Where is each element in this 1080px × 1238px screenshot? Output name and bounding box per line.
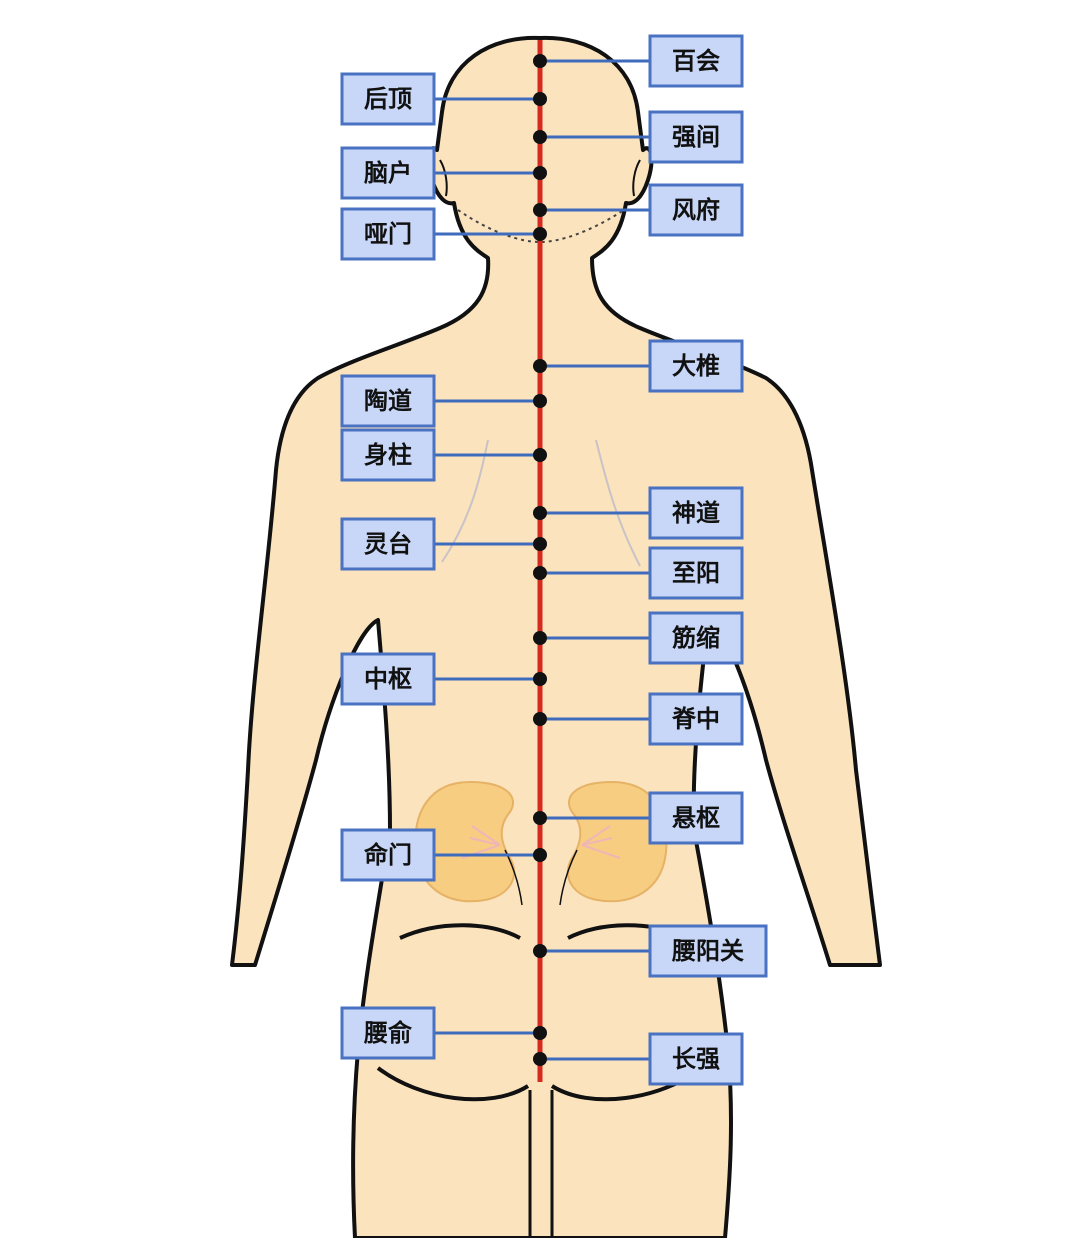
acupoint-1: 百会 xyxy=(533,34,744,88)
acupoint-label: 命门 xyxy=(364,840,412,869)
left-kidney xyxy=(414,780,515,903)
acupoint-label: 至阳 xyxy=(672,558,720,587)
acupoint-dot xyxy=(533,92,547,106)
acupoint-labels: 百会后顶强间脑户风府哑门大椎陶道身柱神道灵台至阳筋缩中枢脊中悬枢命门腰阳关腰俞长… xyxy=(340,34,768,1086)
label-box xyxy=(648,339,744,393)
acupoint-11: 灵台 xyxy=(340,517,547,571)
acupoint-3: 强间 xyxy=(533,110,744,164)
acupoint-9: 身柱 xyxy=(340,428,547,482)
acupoint-label: 陶道 xyxy=(364,386,412,415)
acupoint-dot xyxy=(533,672,547,686)
acupoint-dot xyxy=(533,944,547,958)
acupoint-4: 脑户 xyxy=(340,146,547,200)
acupoint-dot xyxy=(533,203,547,217)
right-ureter xyxy=(559,849,578,906)
acupoint-15: 脊中 xyxy=(533,692,744,746)
acupoint-2: 后顶 xyxy=(340,72,547,126)
label-box xyxy=(648,546,744,600)
acupoint-dot xyxy=(533,166,547,180)
label-box xyxy=(648,34,744,88)
acupoint-label: 筋缩 xyxy=(671,623,720,652)
acupoint-label: 强间 xyxy=(672,122,720,151)
acupoint-5: 风府 xyxy=(533,183,744,237)
acupoint-dot xyxy=(533,631,547,645)
acupoint-20: 长强 xyxy=(533,1032,744,1086)
acupoint-label: 脑户 xyxy=(363,158,412,187)
acupoint-label: 风府 xyxy=(672,195,720,224)
acupoint-label: 大椎 xyxy=(672,351,720,380)
acupoint-19: 腰俞 xyxy=(340,1006,547,1060)
label-box xyxy=(340,374,436,428)
label-box xyxy=(340,517,436,571)
acupoint-dot xyxy=(533,394,547,408)
label-box xyxy=(340,428,436,482)
gluteal-cleft xyxy=(528,1090,554,1238)
acupoint-dot xyxy=(533,130,547,144)
acupoint-label: 百会 xyxy=(672,46,720,75)
acupoint-label: 悬枢 xyxy=(672,803,720,832)
acupoint-label: 后顶 xyxy=(364,84,412,113)
acupoint-dot xyxy=(533,1026,547,1040)
label-box xyxy=(340,828,436,882)
acupoint-10: 神道 xyxy=(533,486,744,540)
left-scapula-line xyxy=(441,439,489,563)
acupoint-dot xyxy=(533,537,547,551)
left-waist-crease xyxy=(399,923,521,940)
acupoint-dot xyxy=(533,506,547,520)
acupoint-6: 哑门 xyxy=(340,207,547,261)
left-ear-detail xyxy=(439,159,448,197)
right-kidney-vessels xyxy=(581,825,621,859)
acupoint-8: 陶道 xyxy=(340,374,547,428)
label-box xyxy=(648,1032,744,1086)
label-box xyxy=(648,791,744,845)
acupoint-dot xyxy=(533,227,547,241)
acupoint-dot xyxy=(533,848,547,862)
label-box xyxy=(340,146,436,200)
label-box xyxy=(648,183,744,237)
acupoint-17: 命门 xyxy=(340,828,547,882)
acupoint-dot xyxy=(533,448,547,462)
label-box xyxy=(648,611,744,665)
acupoint-label: 灵台 xyxy=(364,529,412,558)
acupoint-16: 悬枢 xyxy=(533,791,744,845)
acupoint-dot xyxy=(533,811,547,825)
acupoint-14: 中枢 xyxy=(340,652,547,706)
acupoint-dot xyxy=(533,1052,547,1066)
acupoint-7: 大椎 xyxy=(533,339,744,393)
acupoint-dot xyxy=(533,54,547,68)
label-box xyxy=(648,486,744,540)
acupoint-label: 长强 xyxy=(672,1044,720,1073)
left-buttock-curve xyxy=(376,1066,530,1102)
acupoint-12: 至阳 xyxy=(533,546,744,600)
acupoint-13: 筋缩 xyxy=(533,611,744,665)
acupoint-18: 腰阳关 xyxy=(533,924,768,978)
right-ear-detail xyxy=(632,159,641,197)
acupoint-label: 身柱 xyxy=(364,440,412,469)
acupoint-label: 哑门 xyxy=(364,219,412,248)
acupoint-dot xyxy=(533,359,547,373)
right-scapula-line xyxy=(595,439,641,567)
label-box xyxy=(340,652,436,706)
label-box xyxy=(648,692,744,746)
label-box xyxy=(340,72,436,126)
label-box xyxy=(340,1006,436,1060)
acupoint-label: 腰阳关 xyxy=(671,936,744,965)
acupoint-label: 脊中 xyxy=(671,704,720,733)
acupoint-label: 腰俞 xyxy=(363,1018,413,1047)
label-box xyxy=(340,207,436,261)
acupoint-dot xyxy=(533,566,547,580)
acupoint-label: 神道 xyxy=(672,498,720,527)
acupoint-label: 中枢 xyxy=(364,664,412,693)
label-box xyxy=(648,924,768,978)
acupoint-dot xyxy=(533,712,547,726)
label-box xyxy=(648,110,744,164)
